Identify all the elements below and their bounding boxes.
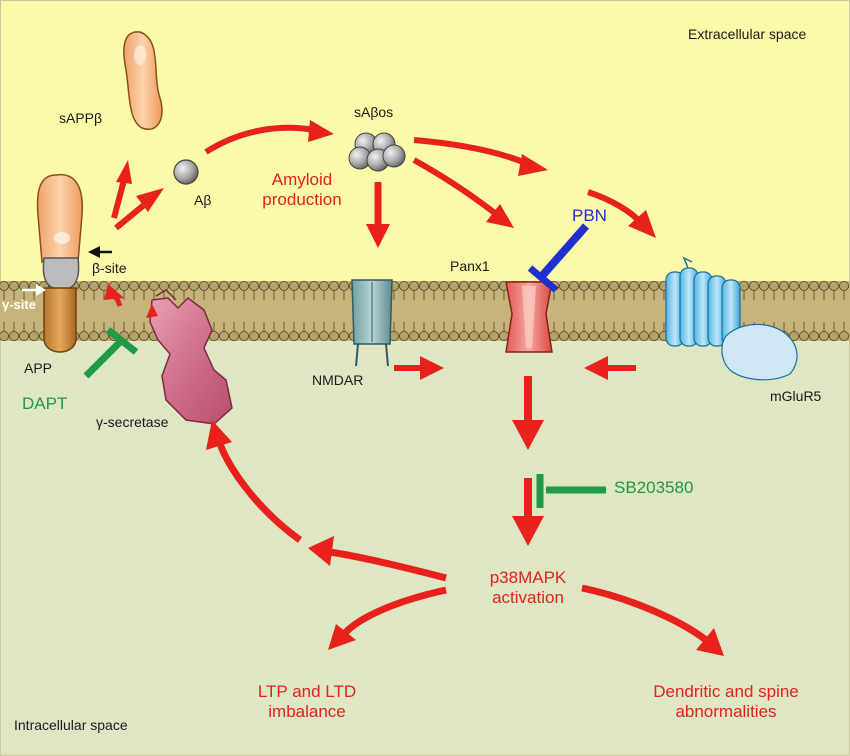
dapt-inhibitor-bar bbox=[83, 327, 139, 379]
abeta-label: Aβ bbox=[194, 192, 212, 208]
app-label: APP bbox=[24, 360, 53, 376]
app-protein bbox=[36, 173, 84, 353]
amyloid-production-label: Amyloid production bbox=[254, 170, 350, 209]
ltp-line-1: LTP and LTD bbox=[257, 682, 357, 701]
nmdar-label: NMDAR bbox=[312, 372, 364, 388]
gamma-secretase-label: γ-secretase bbox=[96, 414, 169, 430]
arrows bbox=[104, 120, 724, 656]
dendritic-line-1: Dendritic and spine bbox=[653, 682, 799, 701]
p38mapk-activation-label: p38MAPK activation bbox=[466, 568, 590, 607]
amyloid-line-1: Amyloid bbox=[271, 170, 333, 189]
sb203580-label: SB203580 bbox=[614, 478, 694, 497]
mglur5-label: mGluR5 bbox=[770, 388, 822, 404]
intracellular-label: Intracellular space bbox=[14, 717, 128, 733]
ltp-ltd-imbalance-label: LTP and LTD imbalance bbox=[242, 682, 372, 721]
extracellular-label: Extracellular space bbox=[688, 26, 807, 42]
gamma-site-label: γ-site bbox=[2, 297, 36, 312]
dendritic-line-2: abnormalities bbox=[675, 701, 777, 721]
ltp-line-2: imbalance bbox=[268, 701, 346, 721]
mglur5-receptor bbox=[665, 256, 798, 381]
sb203580-inhibitor-bar bbox=[536, 474, 606, 508]
dapt-label: DAPT bbox=[22, 394, 68, 413]
panx1-label: Panx1 bbox=[450, 258, 490, 274]
sappb-label: sAPPβ bbox=[59, 110, 103, 126]
abeta-monomer bbox=[173, 159, 199, 185]
gamma-secretase-complex bbox=[149, 289, 233, 425]
p38-line-1: p38MAPK bbox=[489, 568, 567, 587]
sappb-fragment bbox=[123, 31, 163, 130]
sabos-label: sAβos bbox=[354, 104, 394, 120]
sabos-oligomer bbox=[348, 132, 406, 172]
pbn-inhibitor-bar bbox=[527, 223, 590, 293]
amyloid-line-2: production bbox=[262, 189, 342, 209]
cleavage-site-arrows bbox=[22, 246, 112, 296]
panx1-channel bbox=[505, 281, 553, 353]
dendritic-spine-label: Dendritic and spine abnormalities bbox=[636, 682, 816, 721]
pbn-label: PBN bbox=[572, 206, 607, 225]
beta-site-label: β-site bbox=[92, 260, 127, 276]
nmdar-channel bbox=[351, 279, 393, 367]
p38-line-2: activation bbox=[492, 587, 564, 607]
